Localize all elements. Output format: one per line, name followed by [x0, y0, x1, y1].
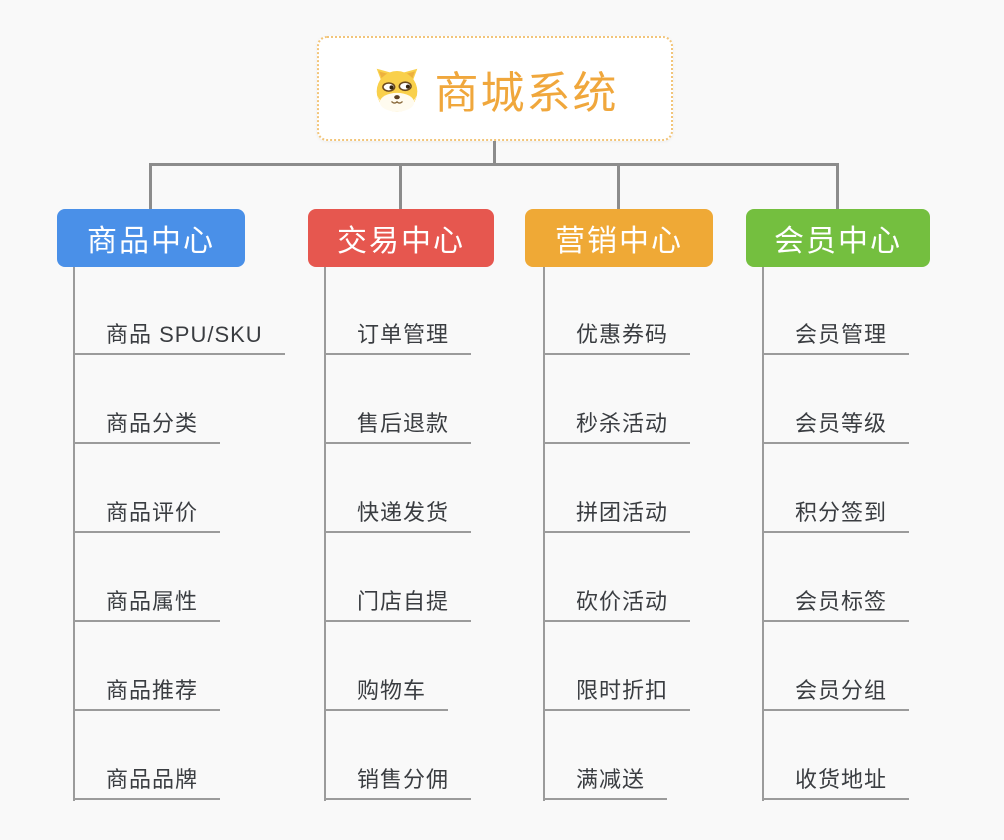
leaf-node[interactable]: 快递发货: [324, 502, 472, 533]
root-node-mall-system[interactable]: 商城系统: [317, 36, 673, 141]
connector-drop-members: [836, 163, 839, 209]
leaf-node[interactable]: 商品评价: [73, 502, 221, 533]
leaf-node[interactable]: 优惠券码: [543, 324, 691, 355]
leaf-node[interactable]: 商品分类: [73, 413, 221, 444]
connector-drop-products: [149, 163, 152, 209]
leaf-node[interactable]: 售后退款: [324, 413, 472, 444]
leaf-node[interactable]: 商品品牌: [73, 769, 221, 800]
dog-face-icon: [376, 68, 417, 112]
leaf-node[interactable]: 会员等级: [762, 413, 910, 444]
leaf-node[interactable]: 限时折扣: [543, 680, 691, 711]
leaf-node[interactable]: 购物车: [324, 680, 449, 711]
root-title: 商城系统: [434, 68, 619, 118]
leaf-node[interactable]: 商品属性: [73, 591, 221, 622]
leaf-node[interactable]: 门店自提: [324, 591, 472, 622]
connector-bus: [149, 163, 839, 166]
leaf-node[interactable]: 商品推荐: [73, 680, 221, 711]
branch-column-marketing-center: 优惠券码 秒杀活动 拼团活动 砍价活动 限时折扣 满减送: [543, 267, 773, 801]
branch-column-member-center: 会员管理 会员等级 积分签到 会员标签 会员分组 收货地址: [762, 267, 992, 801]
leaf-node[interactable]: 砍价活动: [543, 591, 691, 622]
leaf-node[interactable]: 秒杀活动: [543, 413, 691, 444]
branch-header-product-center[interactable]: 商品中心: [57, 209, 245, 267]
branch-header-trade-center[interactable]: 交易中心: [308, 209, 494, 267]
branch-header-marketing-center[interactable]: 营销中心: [525, 209, 713, 267]
branch-column-product-center: 商品 SPU/SKU 商品分类 商品评价 商品属性 商品推荐 商品品牌: [73, 267, 303, 801]
leaf-node[interactable]: 拼团活动: [543, 502, 691, 533]
leaf-node[interactable]: 商品 SPU/SKU: [73, 324, 285, 355]
branch-header-member-center[interactable]: 会员中心: [746, 209, 930, 267]
leaf-node[interactable]: 销售分佣: [324, 769, 472, 800]
leaf-node[interactable]: 收货地址: [762, 769, 910, 800]
connector-root-stem: [493, 141, 496, 163]
leaf-node[interactable]: 积分签到: [762, 502, 910, 533]
leaf-node[interactable]: 会员标签: [762, 591, 910, 622]
leaf-node[interactable]: 会员分组: [762, 680, 910, 711]
leaf-node[interactable]: 满减送: [543, 769, 668, 800]
leaf-node[interactable]: 订单管理: [324, 324, 472, 355]
leaf-node[interactable]: 会员管理: [762, 324, 910, 355]
connector-drop-trade: [399, 163, 402, 209]
branch-column-trade-center: 订单管理 售后退款 快递发货 门店自提 购物车 销售分佣: [324, 267, 554, 801]
connector-drop-marketing: [617, 163, 620, 209]
